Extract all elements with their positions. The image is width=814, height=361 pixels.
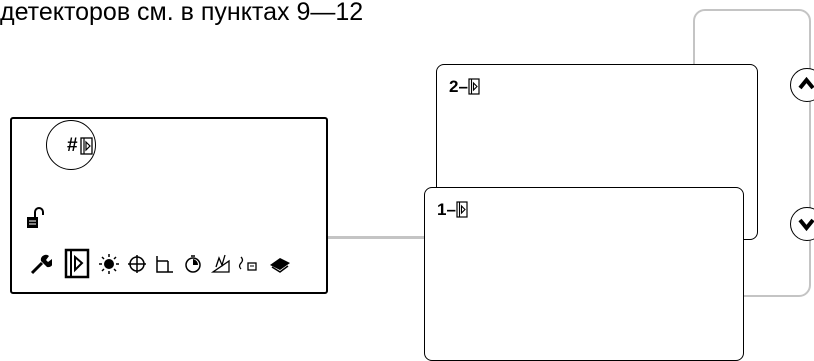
detector-icon — [456, 201, 468, 218]
chart-icon[interactable] — [210, 251, 232, 275]
unlock-icon — [27, 207, 44, 228]
window-1-label-text: 1– — [437, 200, 456, 219]
diamond-icon[interactable] — [268, 253, 292, 275]
caption-text: детекторов см. в пунктах 9—12 — [0, 0, 364, 26]
target-icon[interactable] — [126, 253, 148, 275]
menu-icon-bar — [12, 245, 330, 285]
scroll-up-button[interactable] — [790, 68, 814, 102]
chevron-up-icon — [798, 76, 814, 90]
sun-icon[interactable] — [98, 253, 120, 275]
timer-icon[interactable] — [182, 253, 204, 275]
wrench-icon[interactable] — [30, 253, 52, 275]
window-1-label: 1– — [437, 200, 468, 220]
window-2-label-text: 2– — [449, 77, 468, 96]
window-2-label: 2– — [449, 77, 480, 97]
chevron-down-icon — [798, 218, 814, 232]
connector-line — [328, 236, 425, 239]
scroll-down-button[interactable] — [790, 207, 814, 241]
floor-icon[interactable] — [154, 253, 176, 275]
detector-menu-icon[interactable] — [64, 248, 92, 280]
window-1[interactable]: 1– — [424, 187, 744, 361]
signal-icon[interactable] — [238, 251, 260, 275]
detector-icon — [468, 78, 480, 95]
selection-highlight — [46, 120, 96, 170]
